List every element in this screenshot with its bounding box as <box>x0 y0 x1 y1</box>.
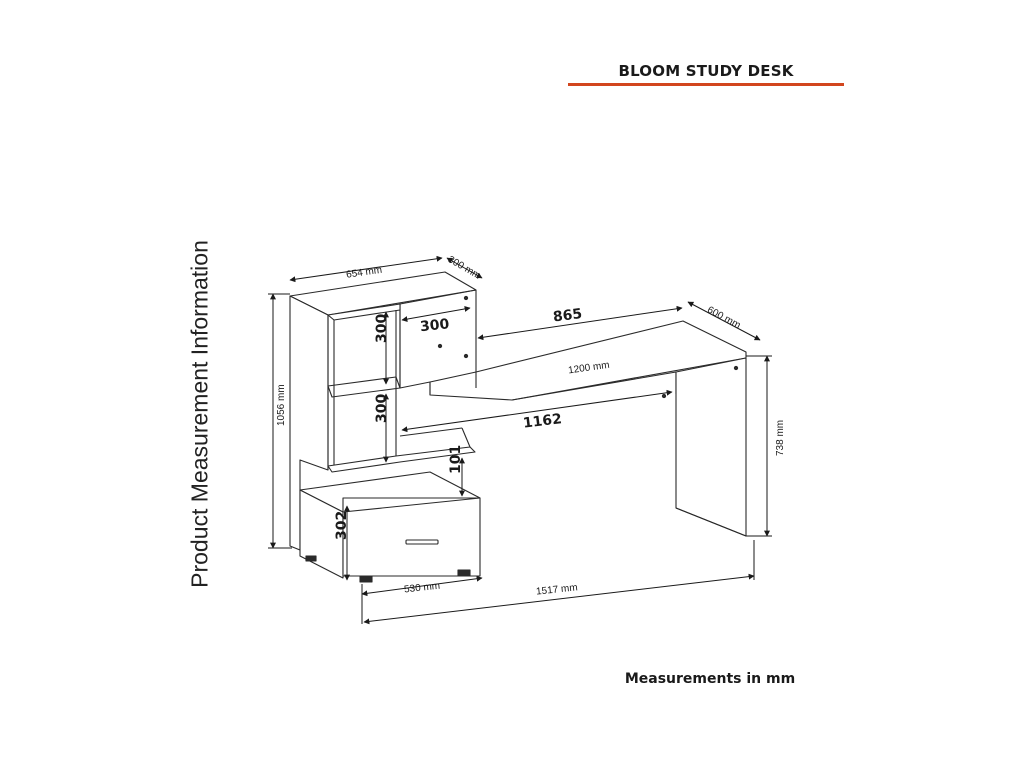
dim-total-width-line <box>363 573 755 625</box>
label-shelf-width: 654 mm <box>345 265 382 281</box>
page-title: BLOOM STUDY DESK <box>618 62 794 80</box>
desk-right-leg <box>675 357 747 537</box>
dim-desk-inner-line <box>401 389 673 433</box>
label-desk-depth: 600 mm <box>705 305 742 332</box>
furniture-outline <box>289 271 747 583</box>
units-note: Measurements in mm <box>624 671 796 687</box>
dimension-lines <box>268 255 772 625</box>
label-drawer-width: 530 mm <box>404 581 441 596</box>
dim-shelf-depth-line <box>446 257 483 279</box>
label-desk-height: 738 mm <box>775 420 786 456</box>
lower-shelf <box>327 446 476 473</box>
dim-upper-opening-line <box>401 305 471 323</box>
label-desk-inner: 1162 <box>522 411 563 432</box>
label-desk-overlap: 865 <box>552 306 583 325</box>
label-total-width: 1517 mm <box>536 582 579 597</box>
dim-shelf-width-line <box>289 255 443 283</box>
label-gap-height: 101 <box>448 445 464 474</box>
title-underline <box>568 83 844 86</box>
label-shelf-height-upper: 300 <box>374 314 390 343</box>
drawer-handle <box>405 539 439 545</box>
drawer-front <box>342 497 481 577</box>
label-drawer-height: 302 <box>334 511 350 540</box>
middle-shelf <box>327 376 401 398</box>
dim-desk-depth-line <box>687 301 761 341</box>
label-upper-opening: 300 <box>419 316 450 335</box>
label-shelf-height-lower: 300 <box>374 394 390 423</box>
label-total-height: 1056 mm <box>276 384 287 426</box>
dim-desk-overlap-line <box>477 305 683 341</box>
